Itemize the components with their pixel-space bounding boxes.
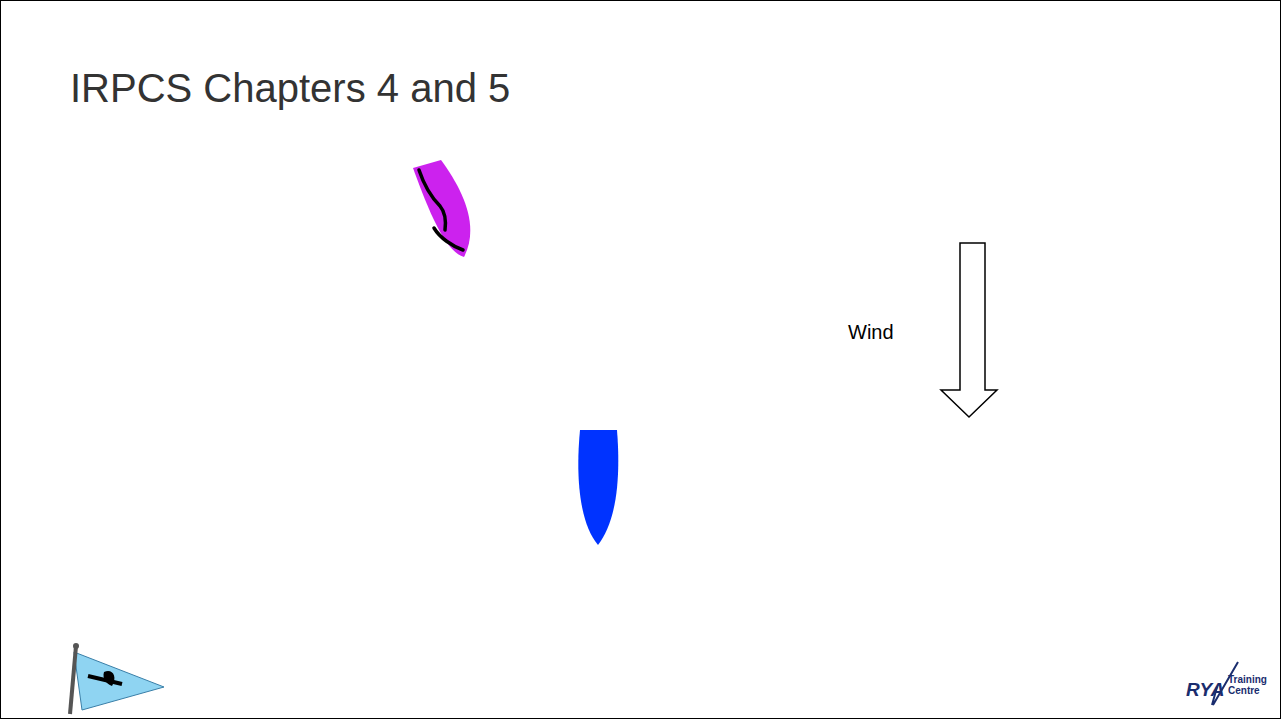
power-boat: [578, 430, 618, 545]
wind-arrow: [941, 243, 997, 417]
slide-title: IRPCS Chapters 4 and 5: [70, 66, 510, 111]
sailing-boat: [413, 160, 470, 257]
logo-caption: Training Centre: [1228, 675, 1272, 696]
sail-line: [419, 170, 445, 230]
wind-label: Wind: [848, 322, 894, 343]
logo-letters: RYA: [1186, 680, 1224, 700]
club-burgee: [70, 643, 164, 714]
sail-line: [434, 228, 463, 250]
